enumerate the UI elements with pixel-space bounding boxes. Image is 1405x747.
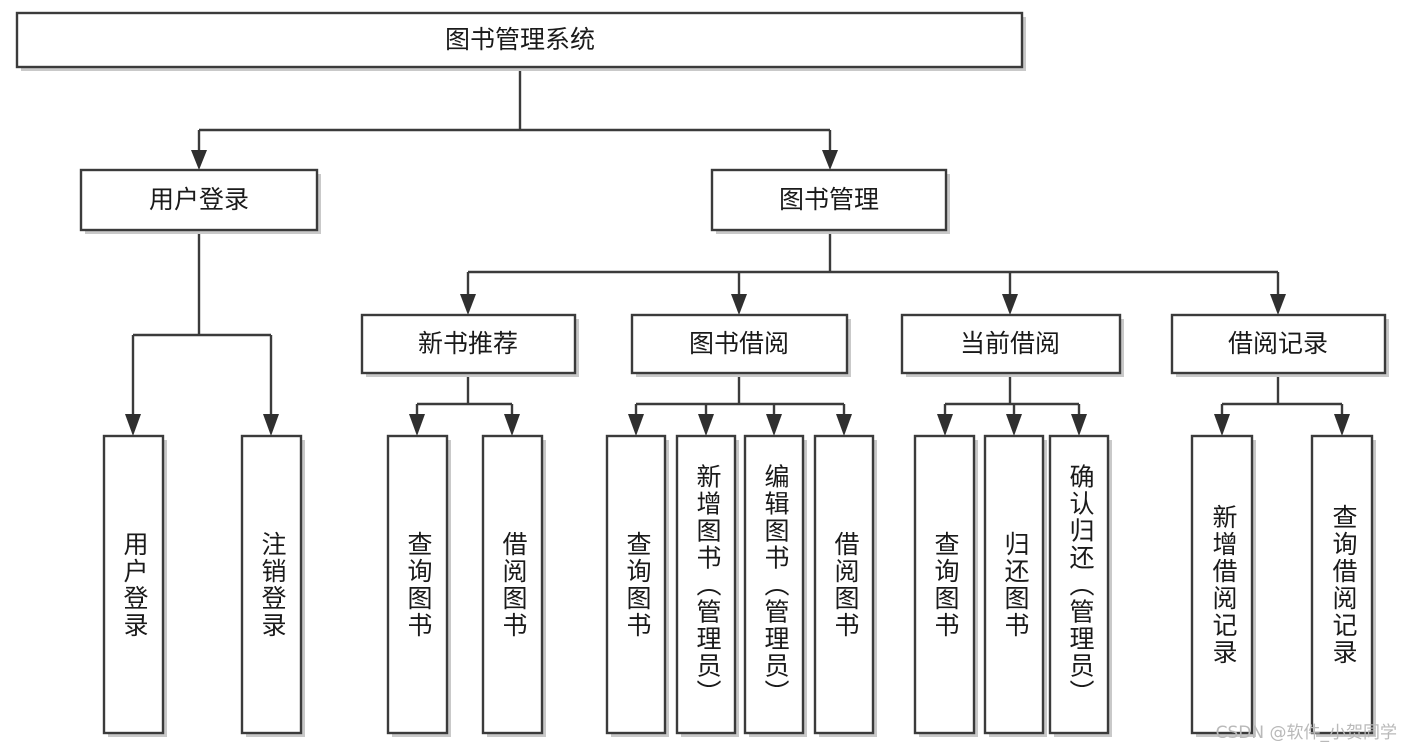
node-book-manage-label: 图书管理: [779, 185, 879, 214]
arrowhead-leaf-edit-book: [766, 414, 782, 436]
arrowhead-leaf-add-record: [1214, 414, 1230, 436]
node-leaf-query-book-1-label: 查询图书: [404, 531, 433, 639]
arrowhead-leaf-borrow-book-2: [836, 414, 852, 436]
node-leaf-borrow-book-1-label: 借阅图书: [499, 531, 528, 639]
node-leaf-logout-label: 注销登录: [258, 531, 287, 639]
node-leaf-logout[interactable]: 注销登录: [240, 434, 305, 737]
arrowhead-leaf-confirm-return: [1071, 414, 1087, 436]
arrowhead-borrow-record: [1270, 294, 1286, 315]
arrowhead-book-borrow: [731, 294, 747, 315]
arrowhead-leaf-logout: [263, 414, 279, 436]
node-leaf-query-book-2-label: 查询图书: [623, 531, 652, 639]
node-leaf-query-record[interactable]: 查询借阅记录: [1310, 434, 1376, 737]
node-leaf-edit-book-label: 编辑图书（管理员）: [761, 464, 790, 707]
node-new-book-recommend[interactable]: 新书推荐: [360, 313, 579, 377]
arrowhead-leaf-return-book: [1006, 414, 1022, 436]
node-leaf-query-book-1[interactable]: 查询图书: [386, 434, 451, 737]
node-user-login-label: 用户登录: [149, 185, 249, 214]
arrowhead-book-manage: [822, 150, 838, 170]
node-book-borrow[interactable]: 图书借阅: [630, 313, 851, 377]
node-leaf-add-book[interactable]: 新增图书（管理员）: [675, 434, 739, 737]
node-leaf-query-record-label: 查询借阅记录: [1329, 504, 1358, 666]
node-leaf-confirm-return-label: 确认归还（管理员）: [1066, 464, 1095, 707]
node-leaf-user-login[interactable]: 用户登录: [102, 434, 167, 737]
node-leaf-add-record-label: 新增借阅记录: [1209, 504, 1238, 666]
node-leaf-return-book[interactable]: 归还图书: [983, 434, 1047, 737]
arrowhead-leaf-borrow-book-1: [504, 414, 520, 436]
node-current-borrow-label: 当前借阅: [960, 329, 1060, 358]
node-leaf-confirm-return[interactable]: 确认归还（管理员）: [1048, 434, 1112, 737]
arrowhead-leaf-query-book-2: [628, 414, 644, 436]
node-root[interactable]: 图书管理系统: [15, 11, 1026, 71]
arrowhead-user-login: [191, 150, 207, 170]
node-leaf-borrow-book-2-label: 借阅图书: [831, 531, 860, 639]
arrowhead-leaf-user-login: [125, 414, 141, 436]
node-borrow-record-label: 借阅记录: [1228, 329, 1328, 358]
node-leaf-add-record[interactable]: 新增借阅记录: [1190, 434, 1256, 737]
node-current-borrow[interactable]: 当前借阅: [900, 313, 1124, 377]
arrowhead-new-book-recommend: [460, 294, 476, 315]
node-new-book-recommend-label: 新书推荐: [418, 329, 518, 358]
node-leaf-return-book-label: 归还图书: [1001, 531, 1030, 639]
node-leaf-query-book-3[interactable]: 查询图书: [913, 434, 978, 737]
arrowhead-leaf-query-book-3: [937, 414, 953, 436]
arrowhead-current-borrow: [1002, 294, 1018, 315]
node-leaf-query-book-2[interactable]: 查询图书: [605, 434, 669, 737]
node-leaf-query-book-3-label: 查询图书: [931, 531, 960, 639]
node-root-label: 图书管理系统: [445, 25, 595, 54]
node-book-borrow-label: 图书借阅: [689, 329, 789, 358]
node-leaf-edit-book[interactable]: 编辑图书（管理员）: [743, 434, 807, 737]
arrowhead-leaf-add-book: [698, 414, 714, 436]
node-book-manage[interactable]: 图书管理: [710, 168, 950, 234]
node-borrow-record[interactable]: 借阅记录: [1170, 313, 1389, 377]
node-leaf-user-login-label: 用户登录: [120, 531, 149, 639]
arrowhead-leaf-query-record: [1334, 414, 1350, 436]
node-leaf-add-book-label: 新增图书（管理员）: [693, 464, 722, 707]
node-leaf-borrow-book-1[interactable]: 借阅图书: [481, 434, 546, 737]
connector-layer: [125, 68, 1350, 436]
node-leaf-borrow-book-2[interactable]: 借阅图书: [813, 434, 877, 737]
node-user-login[interactable]: 用户登录: [79, 168, 321, 234]
arrowhead-leaf-query-book-1: [409, 414, 425, 436]
